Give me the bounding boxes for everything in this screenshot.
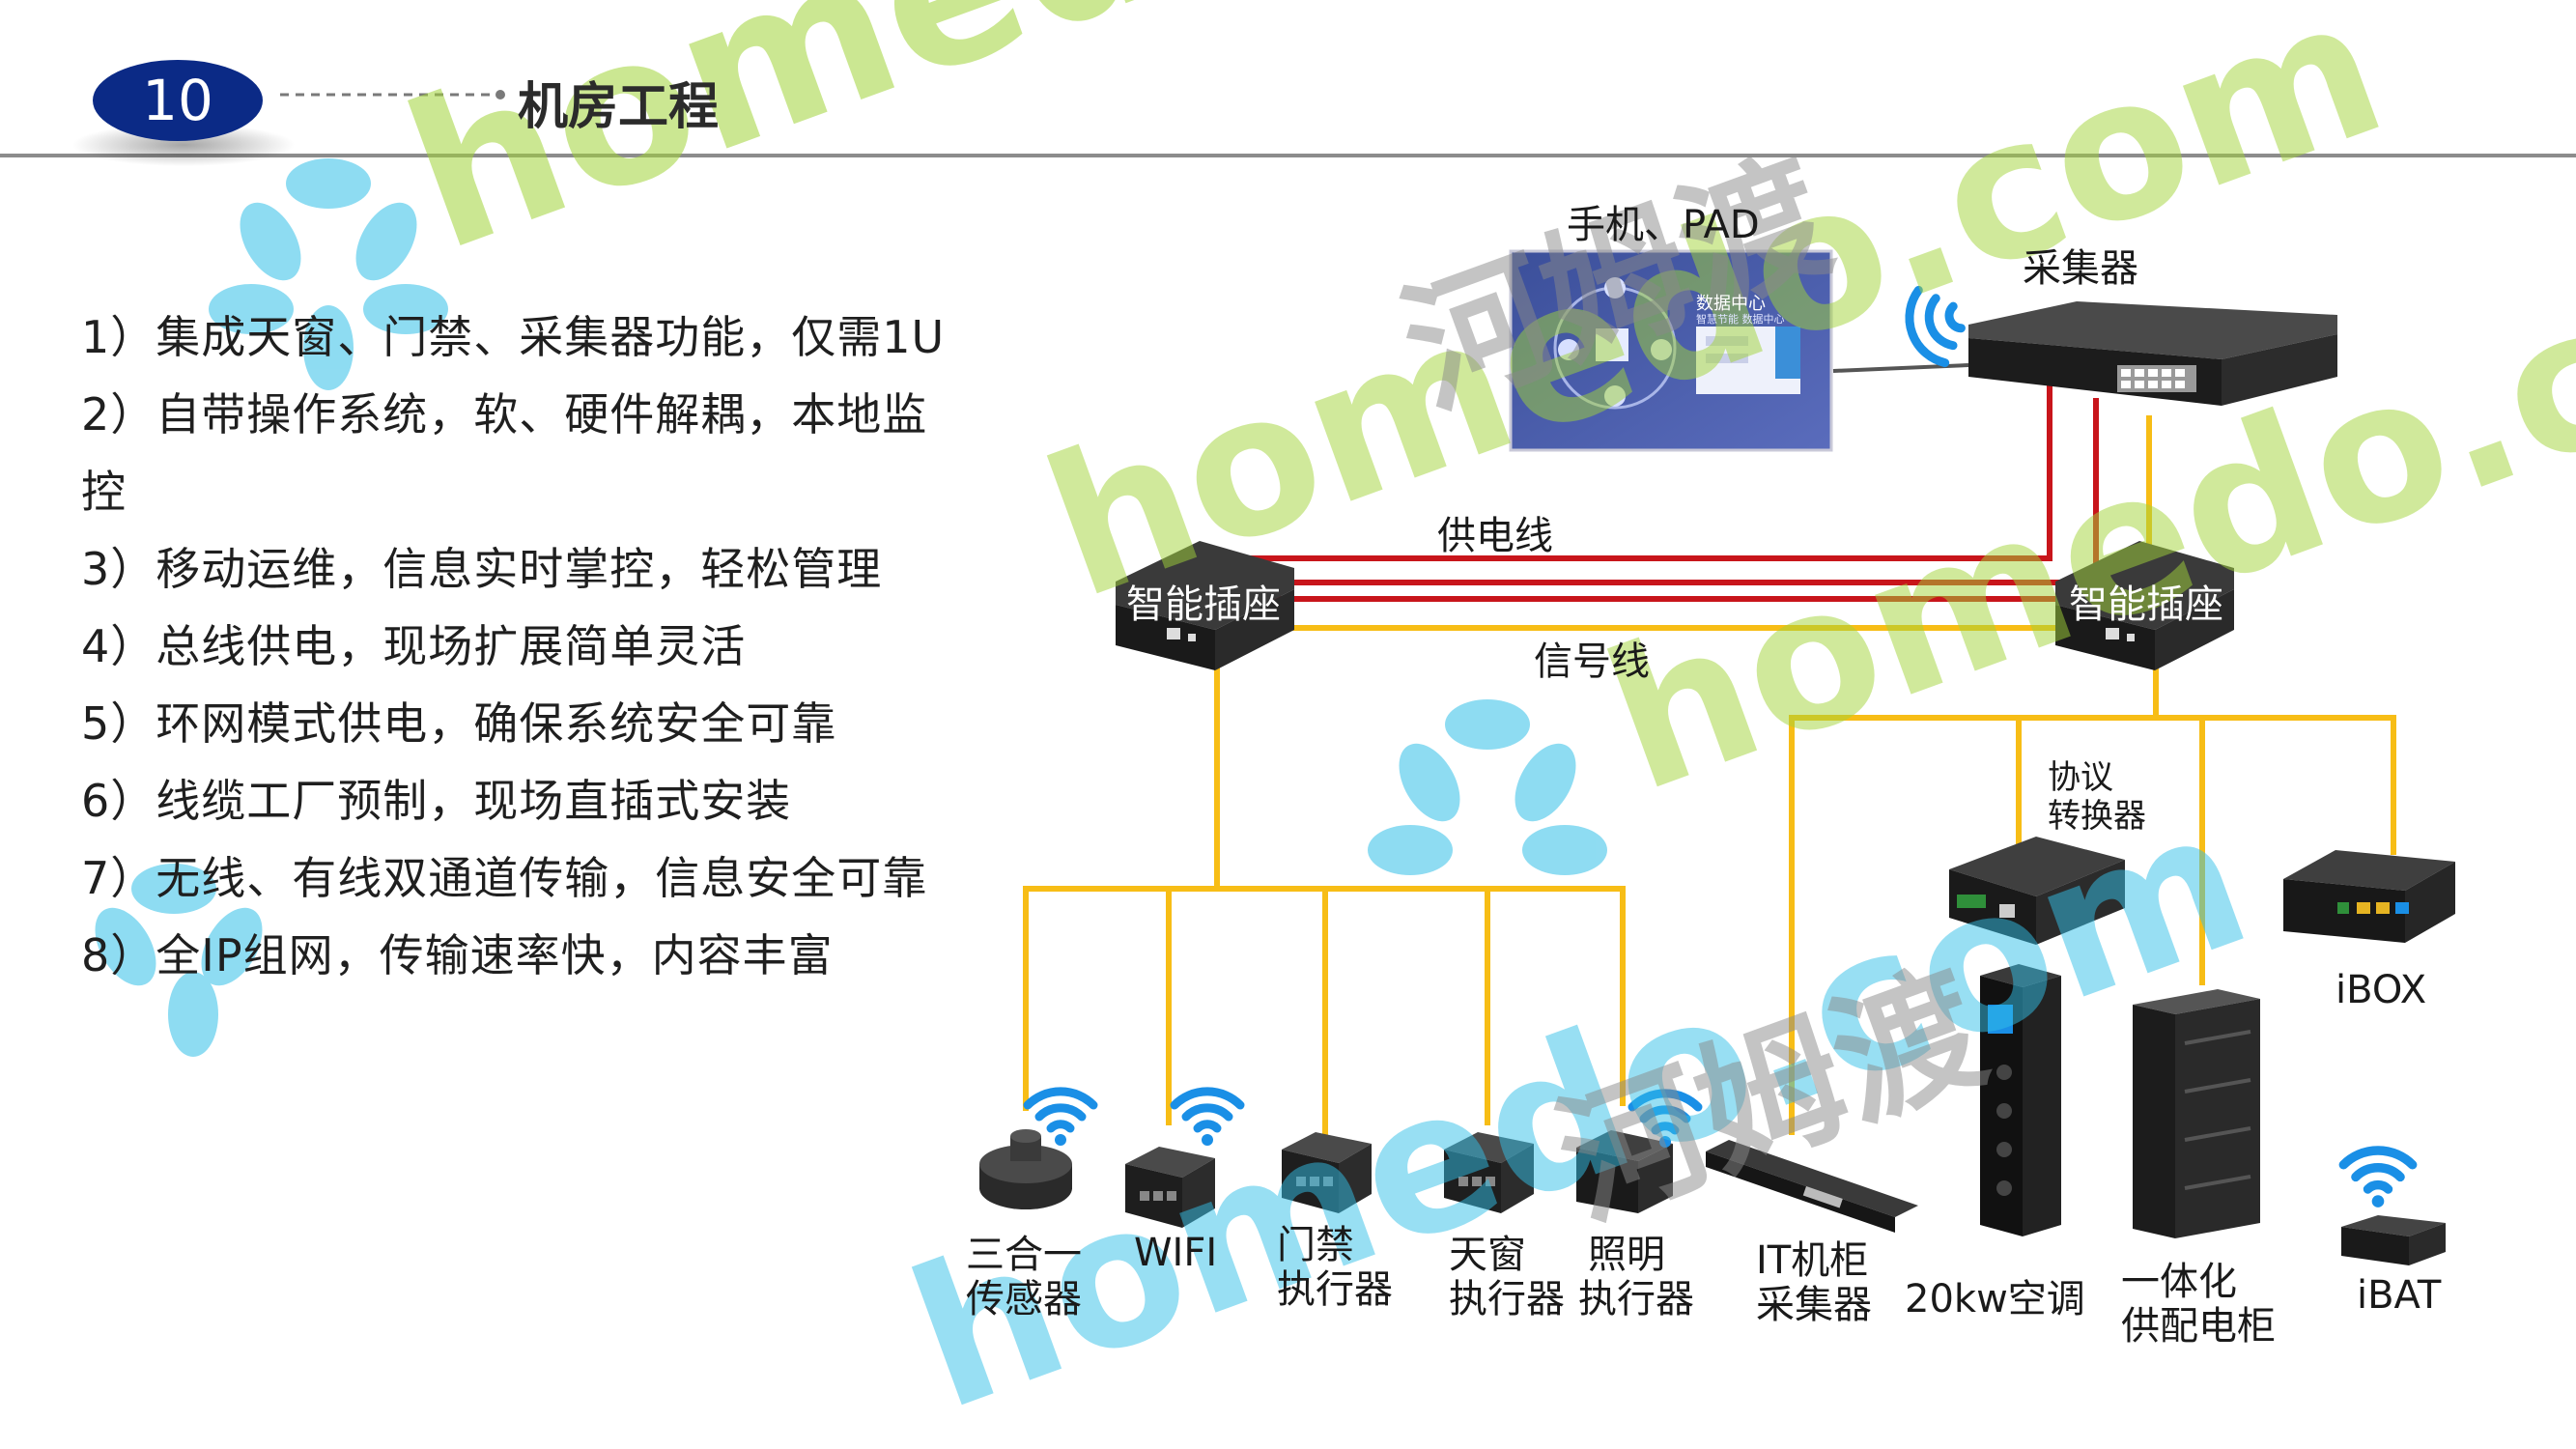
- smart-socket-right-graphic: [2055, 541, 2234, 670]
- signal-line: [1023, 415, 2396, 1135]
- pad-screen-graphic: [1509, 249, 1833, 452]
- label-ibox: iBOX: [2335, 968, 2427, 1012]
- label-phone-pad: 手机、PAD: [1567, 203, 1760, 247]
- label-skylight-actuator-2: 执行器: [1449, 1277, 1565, 1321]
- screen-title: 数据中心: [1696, 294, 1766, 314]
- lighting-actuator-graphic: [1576, 1130, 1673, 1213]
- label-door-actuator-1: 门禁: [1277, 1223, 1354, 1267]
- label-sensor-2: 传感器: [966, 1277, 1082, 1321]
- feature-item-3: 3）移动运维，信息实时掌控，轻松管理: [81, 543, 883, 595]
- ibox-graphic: [2283, 850, 2455, 943]
- page-number-badge: [93, 60, 263, 141]
- label-it-collector-1: IT机柜: [1756, 1238, 1869, 1283]
- feature-item-5: 5）环网模式供电，确保系统安全可靠: [81, 697, 837, 750]
- it-collector-graphic: [1706, 1140, 1918, 1233]
- label-protocol-converter-2: 转换器: [2048, 797, 2146, 836]
- screen-subtitle: 智慧节能 数据中心: [1696, 313, 1785, 326]
- label-lighting-actuator-1: 照明: [1588, 1233, 1665, 1277]
- label-protocol-converter-1: 协议: [2048, 758, 2113, 797]
- watermark-logo-flower-low: [95, 864, 263, 1057]
- feature-item-6: 6）线缆工厂预制，现场直插式安装: [81, 775, 792, 827]
- watermark-logo-flower-mid: [1368, 699, 1607, 875]
- ibat-graphic: [2341, 1215, 2446, 1265]
- label-ibat: iBAT: [2357, 1273, 2442, 1318]
- label-ac: 20kw空调: [1905, 1277, 2085, 1321]
- page-title: 机房工程: [518, 78, 720, 136]
- protocol-converter-graphic: [1949, 837, 2125, 945]
- feature-item-1: 1）集成天窗、门禁、采集器功能，仅需1U: [81, 311, 946, 363]
- collector-graphic: [1968, 301, 2337, 406]
- label-smart-socket-right: 智能插座: [2069, 582, 2223, 627]
- label-smart-socket-left: 智能插座: [1126, 582, 1281, 627]
- label-lighting-actuator-2: 执行器: [1578, 1277, 1694, 1321]
- label-power-cabinet-1: 一体化: [2121, 1260, 2237, 1304]
- feature-item-8: 8）全IP组网，传输速率快，内容丰富: [81, 929, 834, 981]
- ac-graphic: [1980, 964, 2061, 1236]
- power-cabinet-graphic: [2133, 989, 2260, 1238]
- watermark-logo-flower-top: [209, 158, 448, 390]
- sensor-graphic: [979, 1129, 1072, 1209]
- feature-item-7: 7）无线、有线双通道传输，信息安全可靠: [81, 852, 928, 904]
- label-collector: 采集器: [2023, 246, 2138, 291]
- label-signal-line: 信号线: [1534, 639, 1650, 684]
- label-power-line: 供电线: [1437, 514, 1553, 558]
- label-sensor-1: 三合一: [966, 1233, 1082, 1277]
- label-power-cabinet-2: 供配电柜: [2121, 1304, 2276, 1349]
- feature-item-4: 4）总线供电，现场扩展简单灵活: [81, 620, 747, 672]
- label-skylight-actuator-1: 天窗: [1449, 1233, 1526, 1277]
- page-number: 10: [142, 68, 213, 133]
- feature-item-2-cont: 控: [81, 466, 127, 518]
- feature-item-2: 2）自带操作系统，软、硬件解耦，本地监: [81, 388, 928, 440]
- label-it-collector-2: 采集器: [1756, 1283, 1872, 1327]
- label-wifi: WIFI: [1134, 1231, 1218, 1275]
- smart-socket-left-graphic: [1116, 541, 1294, 670]
- label-door-actuator-2: 执行器: [1277, 1267, 1393, 1312]
